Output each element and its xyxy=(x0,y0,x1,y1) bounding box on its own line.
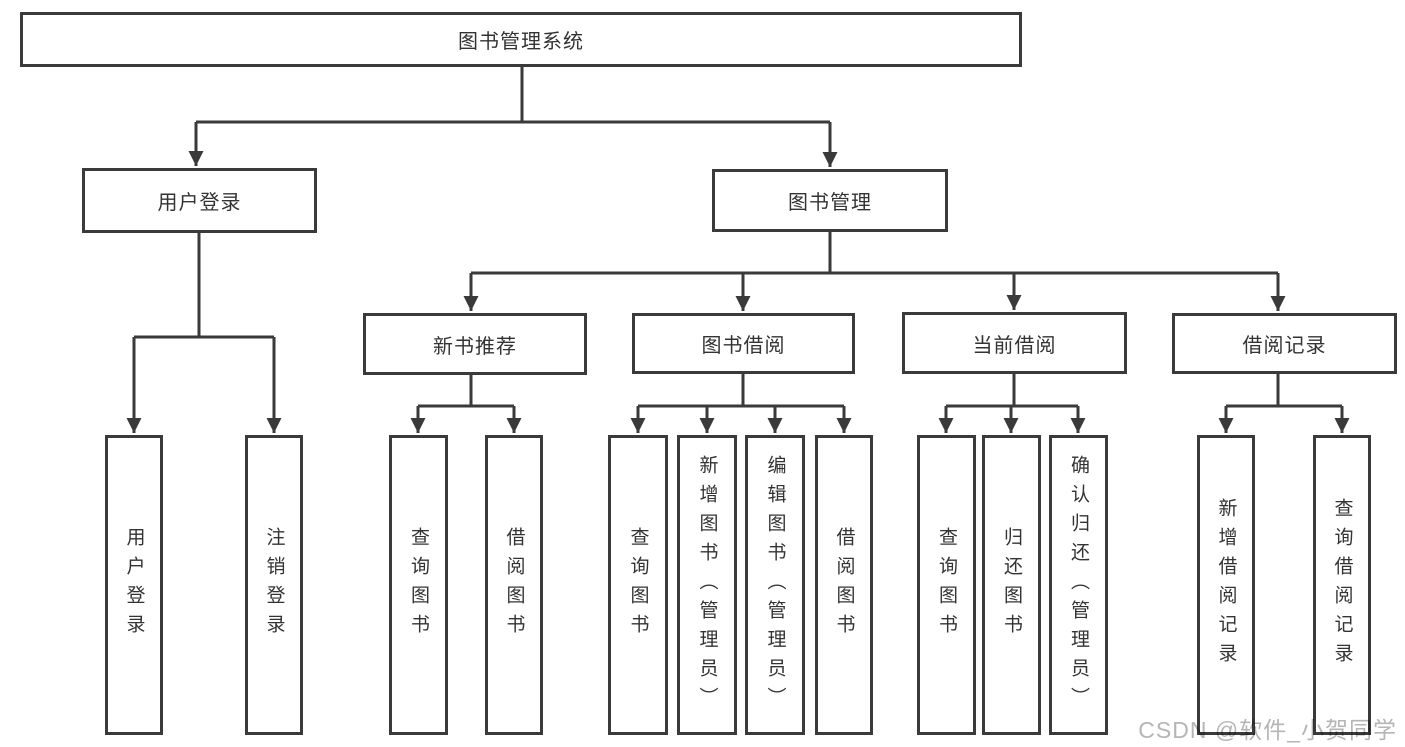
node-root: 图书管理系统 xyxy=(20,12,1022,67)
node-new-book-recommend: 新书推荐 xyxy=(363,313,587,375)
node-current-borrow: 当前借阅 xyxy=(902,312,1127,374)
node-book-borrow: 图书借阅 xyxy=(632,313,855,374)
node-leaf-edit-books-admin: 编辑图书（管理员） xyxy=(745,435,805,735)
node-leaf-add-borrow-record: 新增借阅记录 xyxy=(1197,435,1255,735)
node-leaf-query-borrow-record: 查询借阅记录 xyxy=(1313,435,1371,735)
node-leaf-logout: 注销登录 xyxy=(245,435,303,735)
node-leaf-user-login: 用户登录 xyxy=(105,435,163,735)
watermark: CSDN @软件_小贺同学 xyxy=(1138,717,1397,743)
node-leaf-confirm-return-admin: 确认归还（管理员） xyxy=(1049,435,1108,735)
node-book-management: 图书管理 xyxy=(712,169,948,232)
node-leaf-add-books-admin: 新增图书（管理员） xyxy=(677,435,737,735)
node-leaf-borrow-books-2: 借阅图书 xyxy=(815,435,873,735)
node-user-login: 用户登录 xyxy=(82,168,317,233)
node-leaf-query-books-2: 查询图书 xyxy=(608,435,668,735)
node-leaf-borrow-books: 借阅图书 xyxy=(485,435,543,735)
node-leaf-return-books: 归还图书 xyxy=(982,435,1041,735)
node-leaf-query-books: 查询图书 xyxy=(389,435,448,735)
node-leaf-query-books-3: 查询图书 xyxy=(917,435,976,735)
node-borrow-records: 借阅记录 xyxy=(1172,313,1397,374)
